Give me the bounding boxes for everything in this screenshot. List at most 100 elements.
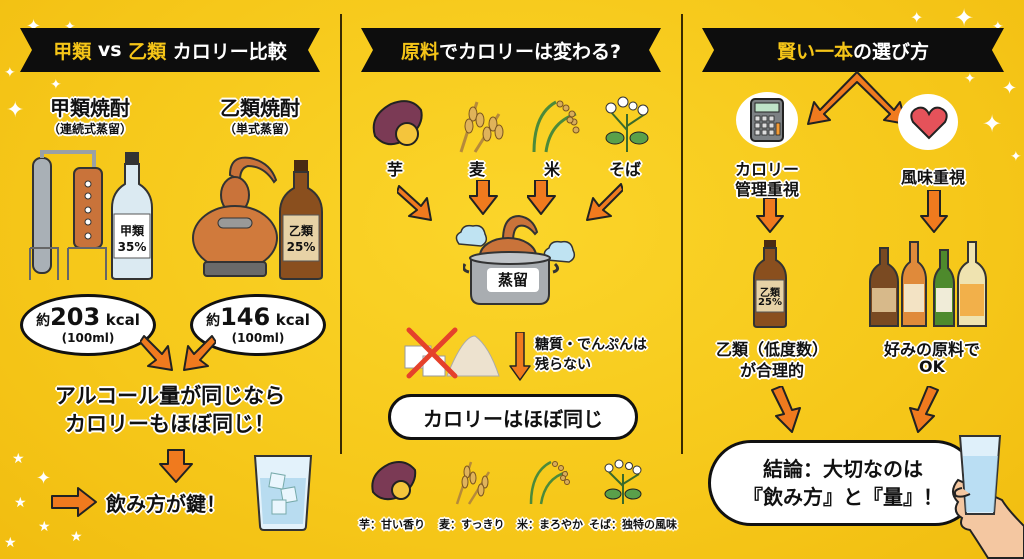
title-part: 乙類 [128, 40, 167, 63]
sugar-starch-crossed-icon [404, 327, 500, 379]
arrow-down-left-icon [183, 335, 216, 371]
conclusion-line-2: カロリーもほぼ同じ！ [65, 412, 275, 436]
sparkle-icon: ✦ [4, 65, 16, 81]
calorie-unit: kcal [275, 311, 310, 329]
korui-method: （連続式蒸留） [47, 122, 132, 136]
middle-banner-title: 原料 でカロリーは変わる? [361, 28, 661, 72]
left-panel: ✦ ✦ ✦ ✦ ✦ 甲類 vs 乙類 カロリー比較 甲類焼酎 （連続式蒸留） 乙… [0, 0, 340, 559]
otsurui-bottle-icon: 乙類 25% [752, 240, 788, 328]
arrow-down-right-icon [771, 386, 801, 433]
title-part: 甲類 [53, 40, 92, 63]
buckwheat-icon [605, 96, 649, 152]
title-part: 賢い一本 [776, 40, 853, 63]
calorie-value: 146 [220, 303, 271, 331]
bottle-abv: 25% [758, 297, 782, 308]
note-kome: 米：まろやか [517, 518, 583, 531]
hand-holding-glass-icon [952, 435, 1024, 559]
sparkle-icon: ✦ [1010, 149, 1022, 165]
sparkle-icon: ✦ [1002, 78, 1018, 99]
arrow-down-icon [920, 190, 948, 233]
sparkle-icon: ✦ [992, 19, 1004, 35]
wheat-icon [459, 101, 504, 153]
clear-bottle-icon: 甲類 35% [110, 152, 154, 280]
otsurui-method: （単式蒸留） [223, 122, 296, 136]
pot-still-icon [192, 156, 278, 277]
ingredient-label-soba: そば [609, 160, 642, 179]
calculator-icon [750, 98, 784, 142]
final-line-1: 結論：大切なのは [763, 457, 923, 481]
note-soba: そば：独特の風味 [589, 518, 677, 531]
sparkle-icon: ✦ [6, 98, 25, 123]
sparkle-icon: ✦ [50, 77, 62, 93]
heart-icon [910, 106, 948, 140]
wheat-icon [455, 461, 491, 505]
sparkle-icon: ✦ [64, 19, 76, 35]
sparkle-icon: ★ [14, 495, 27, 511]
arrow-down-right-icon [397, 185, 432, 221]
arrow-down-icon [756, 198, 784, 233]
left-banner-title: 甲類 vs 乙類 カロリー比較 [20, 28, 320, 72]
option-1-result-line-2: が合理的 [739, 361, 804, 380]
split-arrow-icon [807, 71, 907, 125]
arrow-down-right-icon [140, 335, 173, 371]
conclusion-line-1: アルコール量が同じなら [54, 384, 286, 408]
title-part: 原料 [400, 40, 439, 63]
otsurui-name: 乙類焼酎 [220, 96, 300, 120]
arrow-down-icon [159, 449, 193, 483]
assorted-bottles-icon [869, 241, 987, 327]
calorie-prefix: 約 [206, 313, 221, 329]
panel-divider [681, 14, 683, 454]
title-part: カロリー比較 [166, 40, 287, 63]
calorie-basis: (100ml) [231, 331, 285, 345]
ingredient-label-imo: 芋 [387, 160, 404, 179]
ingredient-label-kome: 米 [544, 160, 561, 179]
panel-divider [340, 14, 342, 454]
arrow-down-icon [469, 180, 498, 215]
option-2-result-line-2: OK [919, 357, 945, 376]
key-text: 飲み方が鍵！ [106, 492, 226, 516]
bottle-label: 甲類 [119, 224, 144, 238]
sparkle-icon: ✦ [910, 8, 924, 27]
sparkle-icon: ★ [38, 519, 51, 535]
distill-label: 蒸留 [487, 268, 539, 292]
korui-calorie-bubble: 約203 kcal (100ml) [20, 294, 156, 356]
option-1-title-line-1: カロリー [734, 160, 799, 179]
calorie-value: 203 [50, 303, 101, 331]
right-panel: ✦ ✦ ✦ ✦ ✦ ✦ ✦ 賢い一本 の選び方 [682, 0, 1024, 559]
bottle-label: 乙類 [760, 288, 780, 299]
option-1-result-line-1: 乙類（低度数） [715, 340, 828, 359]
option-2-result-line-1: 好みの原料で [883, 340, 980, 359]
option-2-title: 風味重視 [900, 168, 965, 187]
sparkle-icon: ★ [70, 529, 83, 545]
ingredient-label-mugi: 麦 [469, 160, 486, 179]
final-line-2: 『飲み方』と『量』！ [743, 485, 943, 509]
sparkle-icon: ✦ [964, 71, 976, 87]
sparkle-icon: ★ [4, 535, 17, 551]
sparkle-icon: ✦ [982, 110, 1003, 138]
rice-icon [532, 100, 580, 153]
buckwheat-icon [604, 459, 642, 504]
steam-cloud-icon [455, 224, 488, 247]
sweet-potato-icon [372, 100, 423, 146]
residue-line-2: 残らない [535, 357, 591, 373]
note-mugi: 麦：すっきり [439, 518, 505, 531]
calorie-unit: kcal [105, 311, 140, 329]
middle-panel: 原料 でカロリーは変わる? 芋 麦 米 そば [341, 0, 681, 559]
brown-bottle-icon: 乙類 25% [278, 160, 324, 280]
calorie-prefix: 約 [36, 313, 51, 329]
right-banner-title: 賢い一本 の選び方 [702, 28, 1004, 72]
option-1-title-line-2: 管理重視 [734, 180, 799, 199]
title-part: でカロリーは変わる? [438, 40, 622, 63]
final-conclusion-bubble: 結論：大切なのは 『飲み方』と『量』！ [708, 440, 978, 526]
note-imo: 芋：甘い香り [359, 518, 425, 531]
residue-line-1: 糖質・でんぷんは [535, 337, 647, 353]
sweet-potato-icon [371, 461, 417, 501]
steam-cloud-icon [543, 240, 576, 263]
sparkle-icon: ✦ [954, 4, 975, 32]
title-part: vs [91, 39, 129, 61]
result-pill: カロリーはほぼ同じ [388, 394, 638, 440]
korui-name: 甲類焼酎 [50, 96, 130, 120]
sparkle-icon: ✦ [36, 468, 52, 489]
bottle-abv: 35% [117, 240, 147, 254]
